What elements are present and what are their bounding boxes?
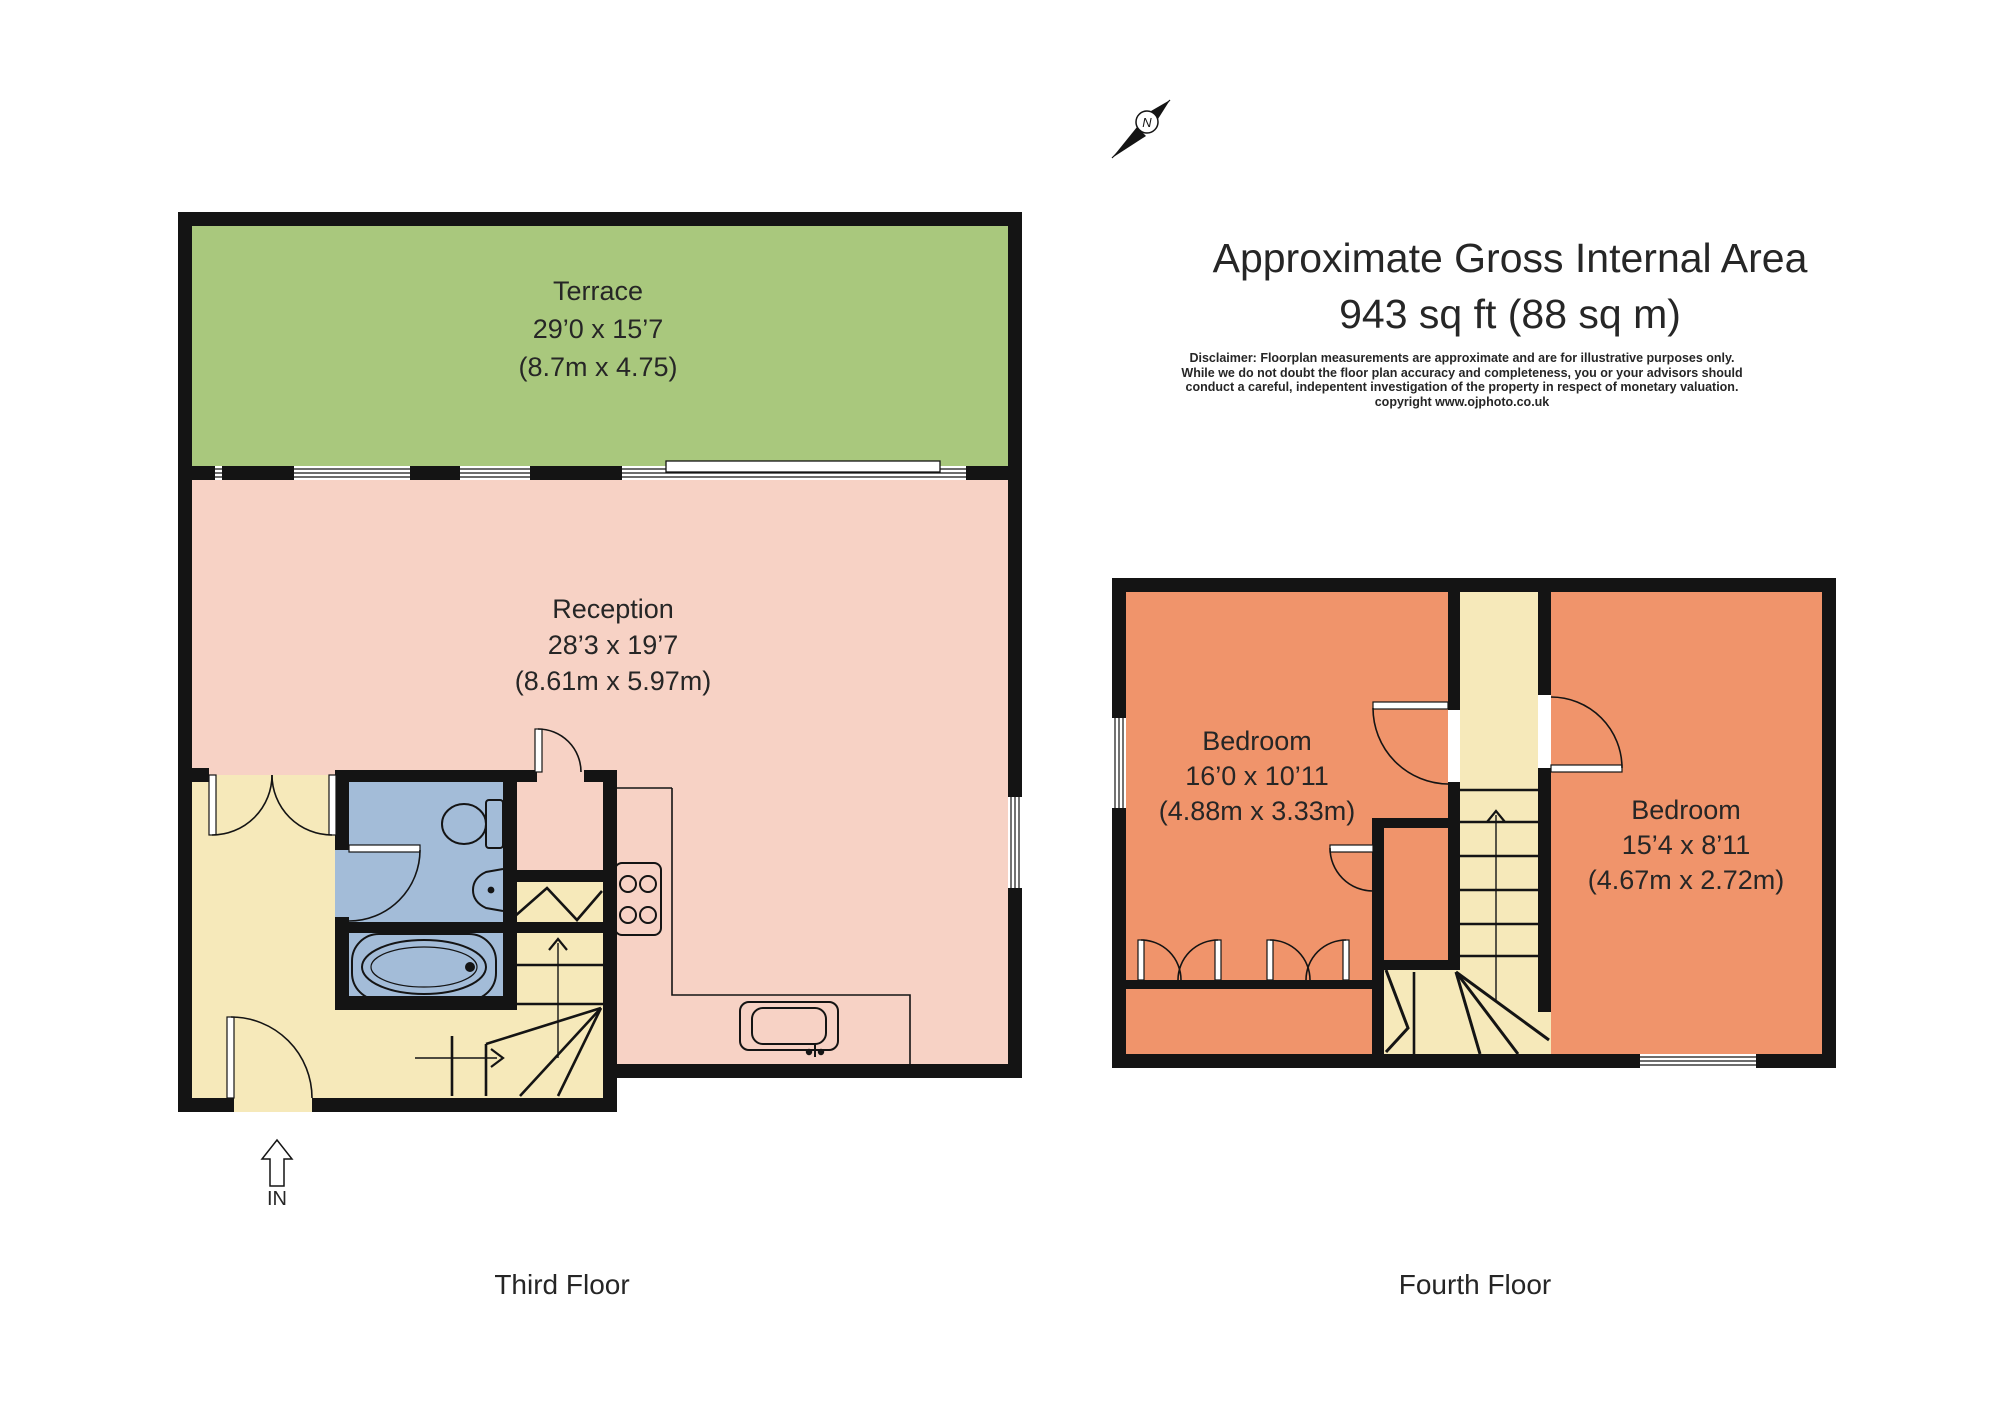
bathroom-door (348, 844, 421, 922)
bedroom-left-window (1112, 718, 1126, 808)
entry-threshold (234, 1098, 312, 1112)
third-floor-plan (178, 212, 1022, 1187)
basin-icon (471, 868, 504, 912)
terrace-area (192, 226, 1008, 466)
closet-door (534, 728, 582, 773)
closet-bottom-wall (517, 870, 617, 882)
bathtub-icon (351, 933, 497, 1001)
room-name: Reception (552, 594, 674, 624)
bedroom-left-door (1372, 701, 1449, 785)
disclaimer-line: conduct a careful, indepentent investiga… (1185, 380, 1739, 394)
fourth-floor-label: Fourth Floor (1398, 1269, 1552, 1300)
entrance-label: IN (267, 1188, 287, 1210)
third-floor-stairs (415, 886, 603, 1097)
third-floor-label: Third Floor (494, 1269, 630, 1300)
reception-window (1008, 797, 1022, 888)
fourth-floor-inner-walls (1126, 592, 1551, 1054)
kitchen-counter (615, 787, 911, 1064)
hall-double-doors (208, 774, 337, 836)
room-size-metric: (4.88m x 3.33m) (1158, 796, 1356, 826)
kitchen-sink-icon (739, 1001, 839, 1057)
compass-north-label: N (1142, 115, 1152, 130)
page-title-line1: Approximate Gross Internal Area (1212, 235, 1808, 281)
room-size-metric: (8.61m x 5.97m) (514, 666, 712, 696)
room-size-imperial: 28’3 x 19’7 (547, 630, 679, 660)
page-title-line2: 943 sq ft (88 sq m) (1339, 291, 1681, 337)
room-size-metric: (8.7m x 4.75) (518, 352, 678, 382)
terrace-window-band (192, 460, 1008, 480)
disclaimer-line: Disclaimer: Floorplan measurements are a… (1189, 351, 1735, 365)
room-name: Bedroom (1631, 795, 1741, 825)
fourth-floor-stairs (1384, 788, 1550, 1055)
room-size-imperial: 29’0 x 15’7 (532, 314, 664, 344)
stove-icon (614, 862, 662, 936)
closet-top-wall-left (335, 770, 537, 782)
reception-label: Reception 28’3 x 19’7 (8.61m x 5.97m) (515, 591, 712, 699)
bedroom-right-label: Bedroom 15’4 x 8’11 (4.67m x 2.72m) (1588, 793, 1785, 898)
north-compass-icon: N (1111, 99, 1171, 159)
wardrobe-double-doors-left (1137, 939, 1222, 981)
third-floor-outer-walls (178, 212, 1022, 1112)
closet-door-4f (1329, 844, 1374, 892)
bedroom-right-area (1551, 592, 1822, 1054)
room-size-imperial: 15’4 x 8’11 (1621, 830, 1751, 860)
disclaimer-text: Disclaimer: Floorplan measurements are a… (1181, 351, 1742, 409)
room-size-metric: (4.67m x 2.72m) (1587, 865, 1785, 895)
toilet-icon (441, 799, 504, 849)
stair-right-wall (603, 770, 617, 1112)
room-size-imperial: 16’0 x 10’11 (1185, 761, 1329, 791)
bedroom-right-door (1550, 696, 1623, 773)
hall-door-stub (192, 768, 209, 782)
room-name: Terrace (552, 276, 644, 306)
bathroom-divider-wall (335, 922, 603, 933)
wardrobe-double-doors-right (1266, 939, 1350, 981)
disclaimer-line: While we do not doubt the floor plan acc… (1181, 365, 1743, 380)
bedroom-right-window (1640, 1054, 1756, 1068)
terrace-label: Terrace 29’0 x 15’7 (8.7m x 4.75) (518, 272, 677, 386)
bedroom-left-label: Bedroom 16’0 x 10’11 (4.88m x 3.33m) (1159, 724, 1356, 829)
fourth-floor-plan (1112, 578, 1836, 1068)
room-name: Bedroom (1202, 726, 1312, 756)
entrance-arrow-icon (260, 1138, 294, 1187)
disclaimer-line: copyright www.ojphoto.co.uk (1374, 394, 1550, 409)
entry-door (226, 1016, 313, 1099)
